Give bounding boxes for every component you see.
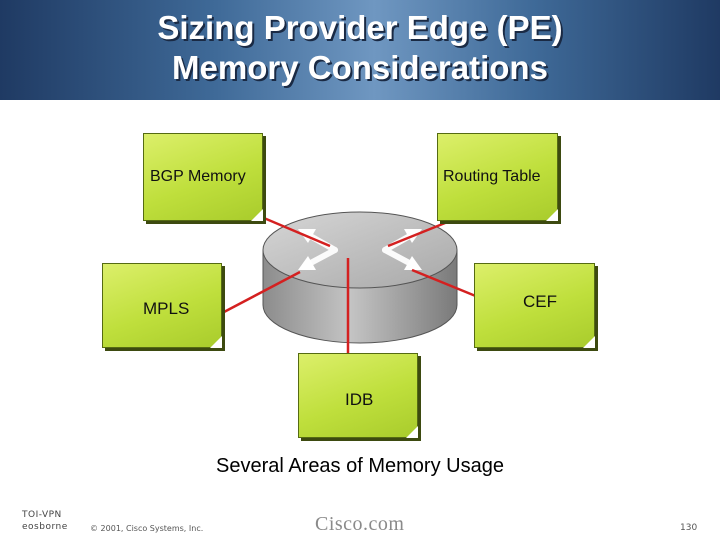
- box-mpls: MPLS: [102, 263, 222, 348]
- router-icon: [262, 211, 458, 344]
- page-curl-icon: [251, 209, 263, 221]
- author-name: eosborne: [22, 522, 68, 532]
- box-routing-table-label: Routing Table: [443, 168, 541, 185]
- page-curl-icon: [583, 336, 595, 348]
- page-number: 130: [680, 523, 698, 533]
- course-info: TOI-VPN eosborne: [22, 509, 68, 533]
- slide-title: Sizing Provider Edge (PE) Memory Conside…: [0, 8, 720, 88]
- page-curl-icon: [546, 209, 558, 221]
- page-curl-icon: [210, 336, 222, 348]
- box-idb-label: IDB: [345, 390, 374, 409]
- course-code: TOI-VPN: [22, 510, 62, 520]
- title-line-2: Memory Considerations: [172, 49, 548, 86]
- box-cef: CEF: [474, 263, 595, 348]
- title-line-1: Sizing Provider Edge (PE): [157, 9, 563, 46]
- slide-caption: Several Areas of Memory Usage: [216, 455, 504, 477]
- box-idb: IDB: [298, 353, 418, 438]
- copyright-text: © 2001, Cisco Systems, Inc.: [90, 524, 204, 533]
- page-curl-icon: [406, 426, 418, 438]
- brand-logo: Cisco.com: [315, 513, 405, 535]
- box-cef-label: CEF: [523, 292, 557, 311]
- title-band: [0, 0, 720, 100]
- box-bgp-memory: BGP Memory: [143, 133, 263, 221]
- box-mpls-label: MPLS: [143, 299, 190, 318]
- box-routing-table: Routing Table: [437, 133, 558, 221]
- box-bgp-memory-label: BGP Memory: [150, 168, 246, 185]
